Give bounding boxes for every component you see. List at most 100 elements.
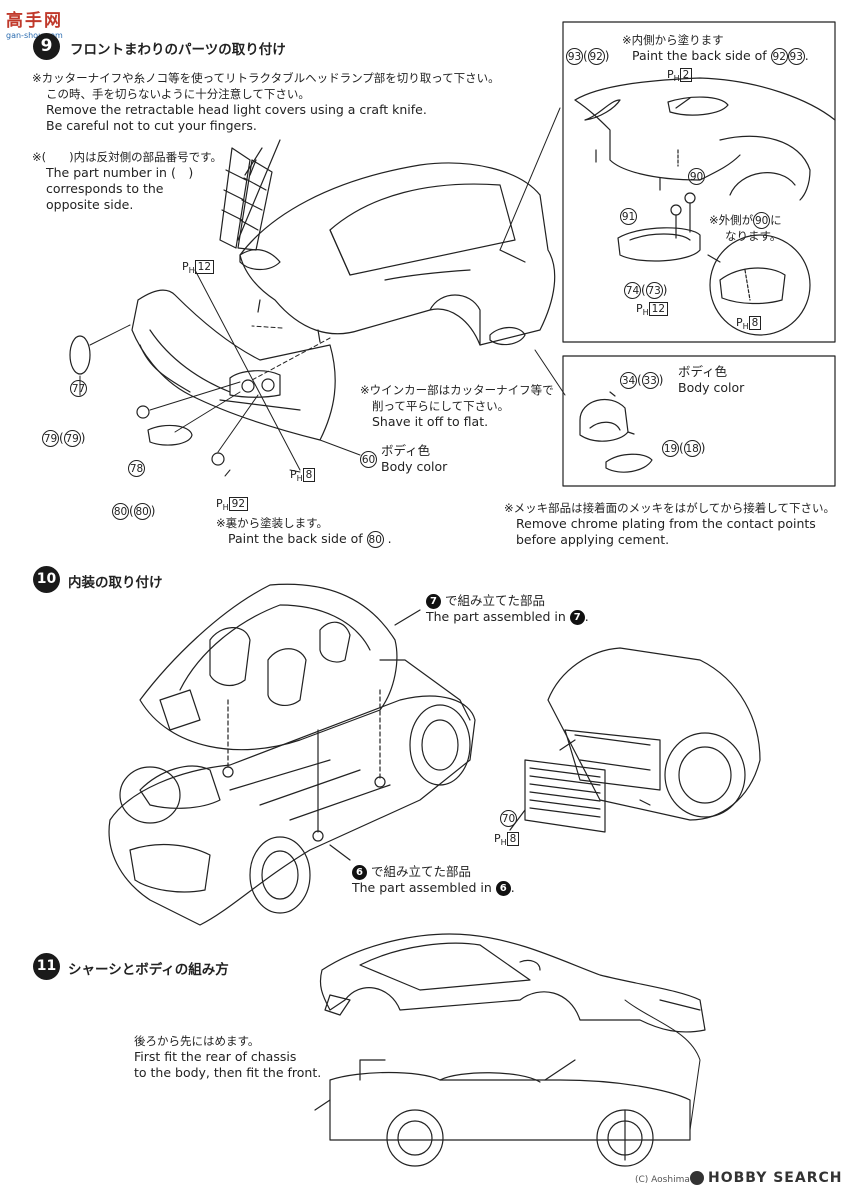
ph12a-num: 12	[194, 260, 215, 274]
part-77-drawing	[69, 335, 91, 375]
inset-outer-jp-b: に	[770, 213, 782, 227]
part-80-drawing	[211, 452, 225, 466]
part-78-num: 78	[128, 460, 145, 477]
part-77-num: 77	[70, 380, 87, 397]
footer-copyright: (C) Aoshima	[635, 1175, 690, 1185]
part-80-num-b: 80	[133, 503, 151, 520]
part-19-num: 19	[662, 440, 679, 457]
watermark-site-text: gan-shou.com	[6, 31, 63, 40]
step9-note2-jp: ※( )内は反対側の部品番号です。	[32, 150, 222, 164]
part-74-num: 74	[624, 282, 641, 299]
ph8-step10-num: 8	[506, 832, 520, 846]
step9-headlight-cover-drawing	[219, 147, 273, 251]
ph8a-num: 8	[302, 468, 316, 482]
step10-assembled7-jp-text: で組み立てた部品	[444, 593, 545, 608]
step11-chassis-drawing	[314, 999, 701, 1167]
watermark-logo: 高手网 gan-shou.com	[6, 11, 63, 40]
step9-winker-jp-b: 削って平らにして下さい。	[372, 399, 510, 413]
brand-circle-icon	[690, 1171, 704, 1185]
ph12b-num: 12	[648, 302, 669, 316]
step11-title: シャーシとボディの組み方	[68, 962, 229, 978]
step9-note2-en-c: opposite side.	[46, 197, 134, 212]
part-74-73-label: 74(73)	[624, 282, 668, 299]
step10-assembled6-en-text: The part assembled in	[352, 880, 492, 895]
step11-number-badge: 11	[33, 953, 60, 980]
step10-number-badge: 10	[33, 566, 60, 593]
part-91-num: 91	[620, 208, 637, 225]
inset-paint-en-text: Paint the back side of	[632, 48, 767, 63]
step9-note1-en-b: Be careful not to cut your fingers.	[46, 118, 257, 133]
step6-ref-badge: 6	[352, 865, 367, 880]
part-18-num: 18	[683, 440, 701, 457]
step9-note1-jp-b: この時、手を切らないように十分注意して下さい。	[46, 87, 310, 101]
step7-ref-badge-en: 7	[569, 610, 585, 625]
step11-body-drawing	[319, 933, 706, 1033]
part-80-ref: 80	[366, 531, 384, 548]
part-60-num: 60	[360, 451, 377, 468]
step9-leader-lines	[79, 107, 566, 477]
step9-winker-jp-a: ※ウインカー部はカッターナイフ等で	[360, 383, 554, 397]
part-70-num: 70	[500, 810, 517, 827]
part-92-num: 92	[587, 48, 605, 65]
inset-outer-jp-c: なります。	[725, 229, 782, 243]
part-90-num: 90	[688, 168, 705, 185]
part-91-label: 91	[620, 208, 637, 225]
inset-outer-jp-a: ※外側が	[709, 213, 754, 227]
step9-note1-en-a: Remove the retractable head light covers…	[46, 102, 427, 117]
part-80-label: 80(80)	[112, 503, 156, 520]
step10-interior-drawing	[139, 583, 471, 751]
step7-ref-badge: 7	[426, 594, 441, 609]
step10-detail-drawing	[509, 647, 761, 833]
part-78-label: 78	[128, 460, 145, 477]
step9-number-badge: 9	[33, 33, 60, 60]
inset2-body-color-jp: ボディ色	[678, 364, 728, 379]
part-77-label: 77	[70, 380, 87, 397]
part-90-label: 90	[688, 168, 705, 185]
part-70-label: 70	[500, 810, 517, 827]
step9-winker-en: Shave it off to flat.	[372, 414, 489, 429]
step9-note2-en-b: corresponds to the	[46, 181, 164, 196]
step11-note-en-a: First fit the rear of chassis	[134, 1049, 297, 1064]
part-92-label: 92	[770, 48, 788, 65]
step9-body-color-jp: ボディ色	[381, 443, 431, 458]
step10-assembled7-en-text: The part assembled in	[426, 609, 566, 624]
part-80-num: 80	[112, 503, 129, 520]
step9-back-en-text: Paint the back side of	[228, 531, 363, 546]
part-34-num: 34	[620, 372, 637, 389]
part-93-label: 93	[787, 48, 805, 65]
part-19-18-label: 19(18)	[662, 440, 706, 457]
part-60-label: 60	[360, 451, 377, 468]
part-79-label: 79(79)	[42, 430, 86, 447]
step10-title: 内装の取り付け	[68, 575, 163, 591]
step11-note-en-b: to the body, then fit the front.	[134, 1065, 322, 1080]
part-33-num: 33	[641, 372, 659, 389]
step9-note1-jp-a: ※カッターナイフや糸ノコ等を使ってリトラクタブルヘッドランプ部を切り取って下さい…	[32, 71, 500, 85]
step9-back-en: Paint the back side of 80 .	[228, 531, 392, 548]
part-90-ref: 90	[753, 212, 771, 229]
step10-assembled7-jp: 7 で組み立てた部品	[426, 593, 545, 609]
step10-chassis-drawing	[108, 609, 476, 926]
step9-title: フロントまわりのパーツの取り付け	[70, 42, 286, 58]
inset-paint-jp: ※内側から塗ります	[622, 33, 724, 47]
step9-chrome-jp: ※メッキ部品は接着面のメッキをはがしてから接着して下さい。	[504, 501, 835, 515]
step9-front-bumper-drawing	[131, 289, 336, 441]
ph92-num: 92	[228, 497, 249, 511]
step10-assembled7-en: The part assembled in 7.	[426, 609, 589, 625]
step10-assembled6-jp: 6 で組み立てた部品	[352, 864, 471, 880]
footer-brand-text: HOBBY SEARCH	[708, 1170, 843, 1186]
footer-brand: HOBBY SEARCH	[690, 1170, 842, 1186]
step10-assembled6-en: The part assembled in 6.	[352, 880, 515, 896]
step9-inset2-drawing	[579, 391, 653, 473]
step6-ref-badge-en: 6	[495, 881, 511, 896]
step9-inset-box-2	[562, 355, 836, 487]
step9-car-body-drawing	[237, 139, 556, 346]
step11-note-jp: 後ろから先にはめます。	[134, 1034, 260, 1048]
